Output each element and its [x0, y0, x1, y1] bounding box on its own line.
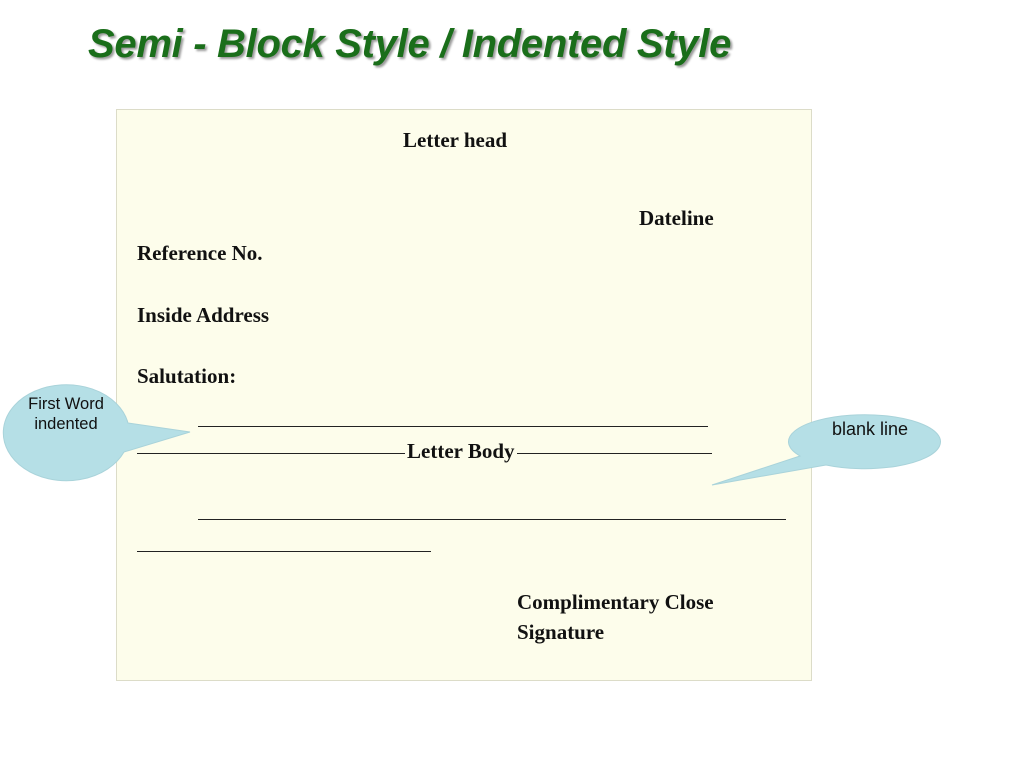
complimentary-close-label: Complimentary Close — [517, 590, 714, 614]
blank-line-callout-text: blank line — [831, 419, 909, 439]
reference-no-label: Reference No. — [137, 241, 263, 265]
first-word-indented-callout-text: First Word indented — [28, 395, 104, 433]
salutation-label: Salutation: — [137, 364, 237, 388]
dateline-label: Dateline — [639, 206, 714, 230]
letter-template: Letter head Dateline Reference No. Insid… — [116, 109, 812, 681]
body-line-indented-3 — [198, 519, 786, 520]
body-line-4 — [137, 551, 431, 552]
inside-address-label: Inside Address — [137, 303, 270, 327]
signature-label: Signature — [517, 620, 605, 644]
letter-head-label: Letter head — [403, 128, 508, 152]
slide-title: Semi - Block Style / Indented Style — [88, 22, 732, 66]
body-line-indented-1 — [198, 426, 708, 427]
letter-body-label: Letter Body — [405, 439, 517, 463]
